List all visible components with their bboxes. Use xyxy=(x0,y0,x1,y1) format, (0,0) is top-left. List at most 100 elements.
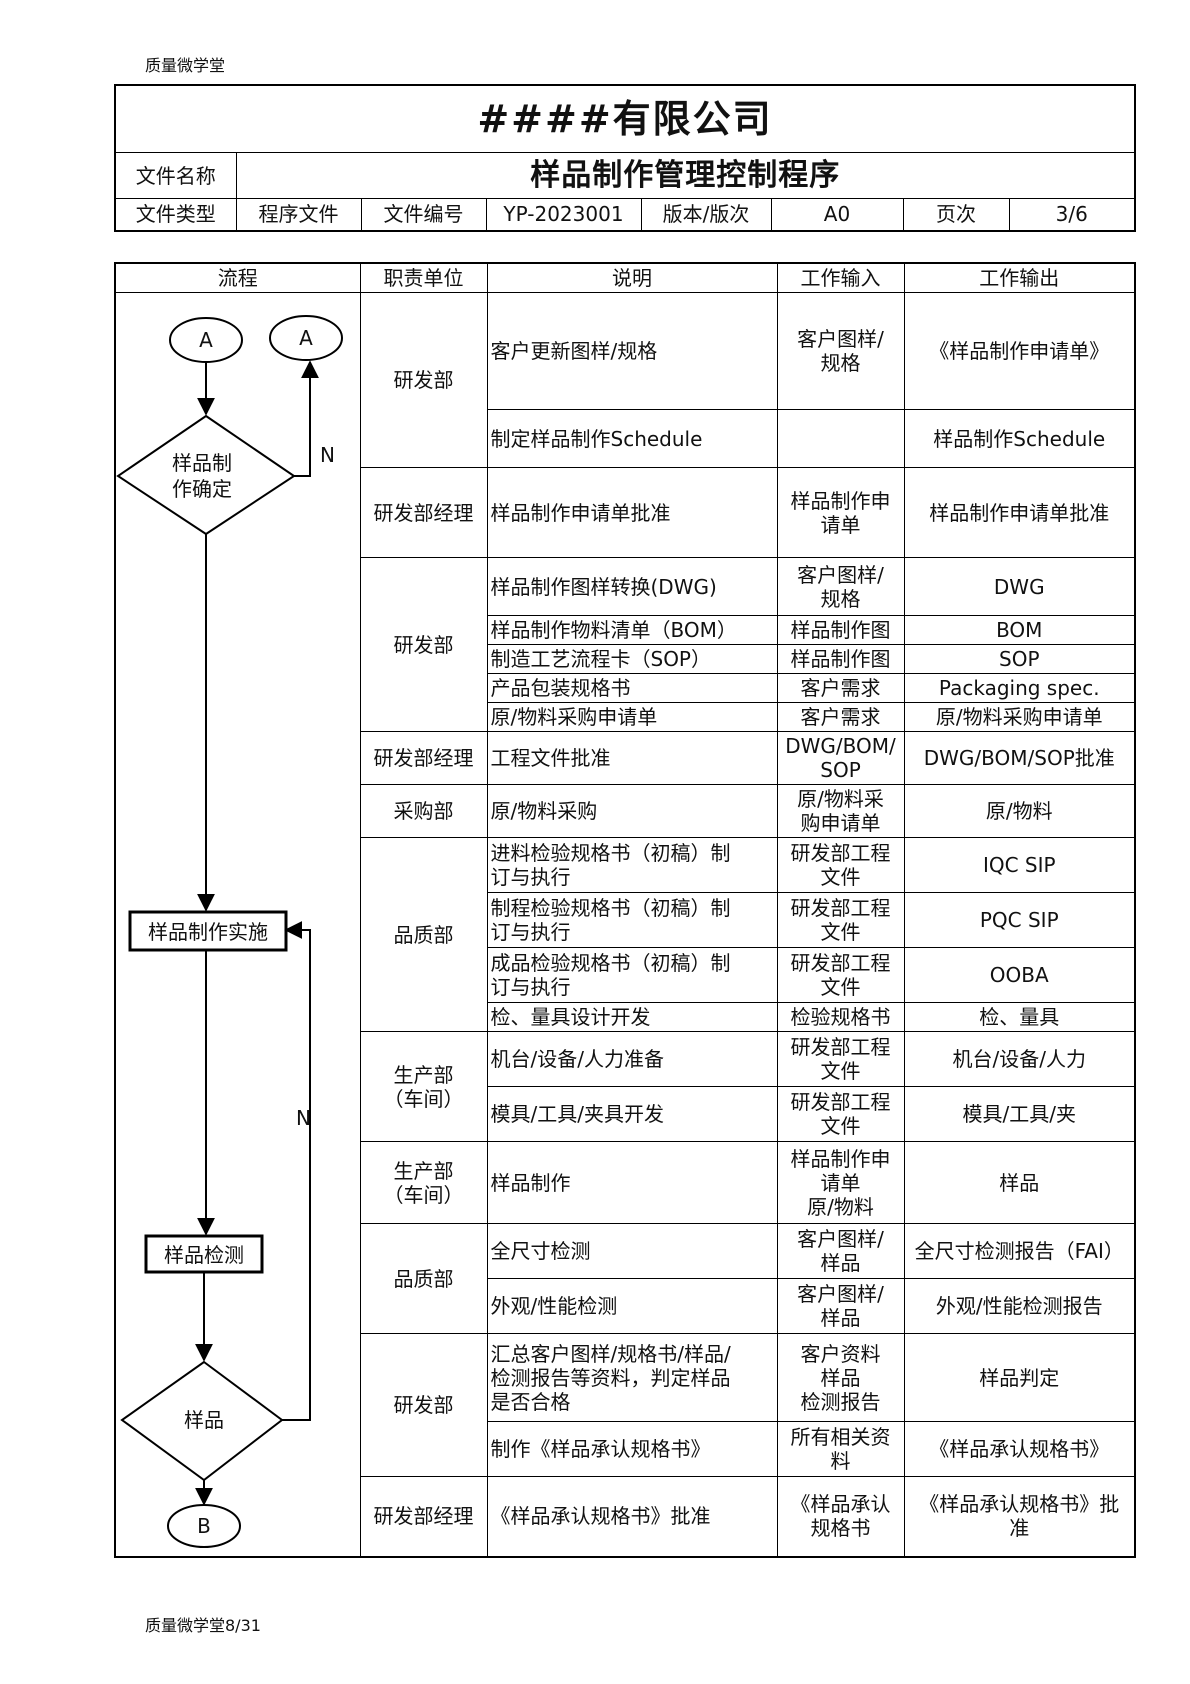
unit-cell: 研发部经理 xyxy=(359,731,488,785)
input-cell: 客户需求 xyxy=(776,673,905,703)
desc-cell: 制定样品制作Schedule xyxy=(486,409,778,468)
input-cell: 《样品承认 规格书 xyxy=(776,1476,905,1557)
company-name: ####有限公司 xyxy=(114,84,1136,153)
desc-cell: 样品制作物料清单（BOM） xyxy=(486,615,778,645)
output-cell: 原/物料采购申请单 xyxy=(903,702,1136,732)
desc-cell: 进料检验规格书（初稿）制 订与执行 xyxy=(486,837,778,893)
desc-cell: 原/物料采购 xyxy=(486,784,778,838)
unit-cell: 研发部经理 xyxy=(359,1476,488,1557)
input-cell: 研发部工程 文件 xyxy=(776,892,905,948)
no-loop-arrow-1 xyxy=(294,360,319,477)
table-row: 研发部经理样品制作申请单批准样品制作申 请单样品制作申请单批准 xyxy=(115,467,1136,558)
header-desc: 说明 xyxy=(486,262,778,293)
output-cell: PQC SIP xyxy=(903,892,1136,948)
desc-cell: 机台/设备/人力准备 xyxy=(486,1031,778,1087)
desc-cell: 制作《样品承认规格书》 xyxy=(486,1421,778,1477)
output-cell: 外观/性能检测报告 xyxy=(903,1278,1136,1334)
table-row: 研发部汇总客户图样/规格书/样品/ 检测报告等资料，判定样品 是否合格客户资料 … xyxy=(115,1333,1136,1477)
process-sample-test-label: 样品检测 xyxy=(164,1243,244,1267)
output-cell: 样品制作Schedule xyxy=(903,409,1136,468)
desc-cell: 原/物料采购申请单 xyxy=(486,702,778,732)
input-cell: 客户图样/ 样品 xyxy=(776,1223,905,1279)
desc-cell: 样品制作 xyxy=(486,1141,778,1224)
output-cell: OOBA xyxy=(903,947,1136,1003)
header-input: 工作输入 xyxy=(776,262,905,293)
input-cell: 样品制作申 请单 xyxy=(776,467,905,558)
table-row: 生产部 （车间）样品制作样品制作申 请单 原/物料样品 xyxy=(115,1141,1136,1224)
footer-note: 质量微学堂8/31 xyxy=(145,1616,261,1635)
unit-cell: 生产部 （车间） xyxy=(359,1141,488,1224)
input-cell: DWG/BOM/ SOP xyxy=(776,731,905,785)
decision-sample: 样品 xyxy=(120,1360,284,1482)
output-cell: IQC SIP xyxy=(903,837,1136,893)
doc-type-value: 程序文件 xyxy=(235,198,362,231)
input-cell: 客户图样/ 规格 xyxy=(776,292,905,410)
doc-no-value: YP-2023001 xyxy=(485,198,642,231)
end-connector: B xyxy=(167,1504,241,1548)
no-loop-arrow-2 xyxy=(282,921,311,1421)
header-unit: 职责单位 xyxy=(359,262,488,293)
document-header: ####有限公司 文件名称 样品制作管理控制程序 文件类型 程序文件 文件编号 … xyxy=(114,84,1136,232)
process-sample-test: 样品检测 xyxy=(144,1234,264,1274)
unit-cell: 研发部 xyxy=(359,292,488,468)
output-cell: DWG/BOM/SOP批准 xyxy=(903,731,1136,785)
procedure-table: 流程 职责单位 说明 工作输入 工作输出 研发部客户更新图样/规格客户图样/ 规… xyxy=(114,262,1136,1558)
table-row: 品质部全尺寸检测客户图样/ 样品全尺寸检测报告（FAI） xyxy=(115,1223,1136,1334)
flowchart: A A 样品制 作确定 N 样品制作实施 样品检测 样品 N B xyxy=(116,315,343,1548)
unit-cell: 品质部 xyxy=(359,837,488,1032)
input-cell: 原/物料采 购申请单 xyxy=(776,784,905,838)
table-row: 原/物料采购申请单客户需求原/物料采购申请单 xyxy=(115,702,1136,732)
output-cell: 《样品制作申请单》 xyxy=(903,292,1136,410)
input-cell: 所有相关资 料 xyxy=(776,1421,905,1477)
desc-cell: 模具/工具/夹具开发 xyxy=(486,1086,778,1142)
desc-cell: 全尺寸检测 xyxy=(486,1223,778,1279)
no-label-2: N xyxy=(296,1106,311,1130)
end-connector-label: B xyxy=(197,1514,211,1538)
desc-cell: 客户更新图样/规格 xyxy=(486,292,778,410)
desc-cell: 汇总客户图样/规格书/样品/ 检测报告等资料，判定样品 是否合格 xyxy=(486,1333,778,1422)
output-cell: BOM xyxy=(903,615,1136,645)
input-cell: 研发部工程 文件 xyxy=(776,837,905,893)
table-row: 外观/性能检测客户图样/ 样品外观/性能检测报告 xyxy=(115,1278,1136,1334)
output-cell: 样品 xyxy=(903,1141,1136,1224)
unit-cell: 研发部 xyxy=(359,1333,488,1477)
input-cell: 客户资料 样品 检测报告 xyxy=(776,1333,905,1422)
desc-cell: 样品制作图样转换(DWG) xyxy=(486,557,778,616)
unit-cell: 品质部 xyxy=(359,1223,488,1334)
process-sample-make-label: 样品制作实施 xyxy=(148,920,268,944)
desc-cell: 样品制作申请单批准 xyxy=(486,467,778,558)
table-row: 检、量具设计开发检验规格书检、量具 xyxy=(115,1002,1136,1032)
table-row: 模具/工具/夹具开发研发部工程 文件模具/工具/夹 xyxy=(115,1086,1136,1142)
input-cell: 客户图样/ 样品 xyxy=(776,1278,905,1334)
desc-cell: 外观/性能检测 xyxy=(486,1278,778,1334)
start-connector-label: A xyxy=(199,328,213,352)
header-output: 工作输出 xyxy=(903,262,1136,293)
input-cell: 客户需求 xyxy=(776,702,905,732)
table-row: 采购部原/物料采购原/物料采 购申请单原/物料 xyxy=(115,784,1136,838)
doc-no-label: 文件编号 xyxy=(360,198,487,231)
process-sample-make: 样品制作实施 xyxy=(128,910,288,952)
return-connector-label: A xyxy=(299,326,313,350)
table-row: 制定样品制作Schedule 样品制作Schedule xyxy=(115,409,1136,468)
output-cell: 全尺寸检测报告（FAI） xyxy=(903,1223,1136,1279)
unit-cell: 生产部 （车间） xyxy=(359,1031,488,1142)
decision-confirm-line2: 作确定 xyxy=(172,477,232,501)
desc-cell: 《样品承认规格书》批准 xyxy=(486,1476,778,1557)
output-cell: 《样品承认规格书》批 准 xyxy=(903,1476,1136,1557)
input-cell: 样品制作申 请单 原/物料 xyxy=(776,1141,905,1224)
desc-cell: 检、量具设计开发 xyxy=(486,1002,778,1032)
desc-cell: 制程检验规格书（初稿）制 订与执行 xyxy=(486,892,778,948)
decision-confirm: 样品制 作确定 xyxy=(116,414,296,536)
start-connector: A xyxy=(169,317,243,363)
output-cell: SOP xyxy=(903,644,1136,674)
doc-version-label: 版本/版次 xyxy=(640,198,772,231)
desc-cell: 成品检验规格书（初稿）制 订与执行 xyxy=(486,947,778,1003)
input-cell: 研发部工程 文件 xyxy=(776,1086,905,1142)
